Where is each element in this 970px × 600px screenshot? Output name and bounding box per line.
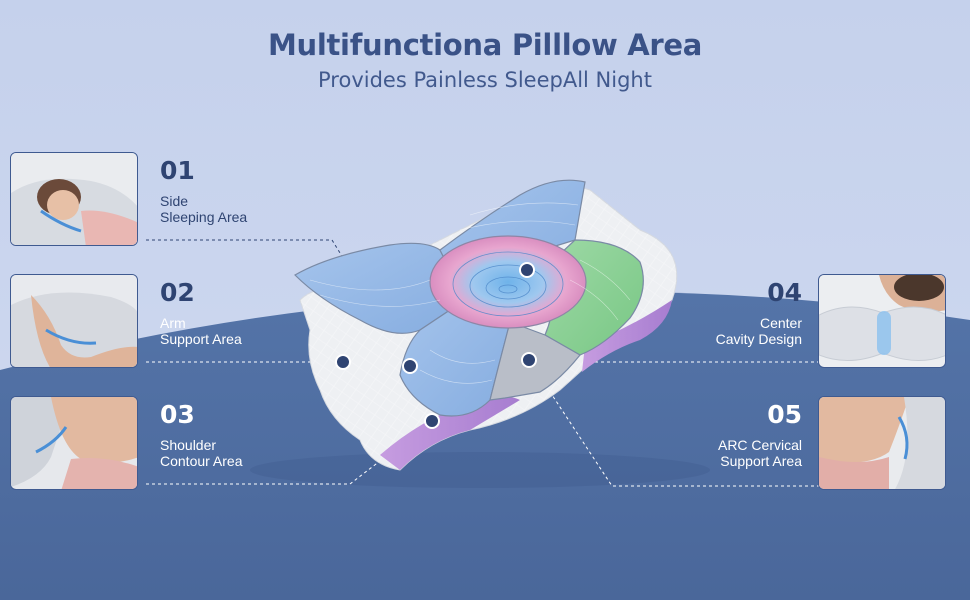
page-title: Multifunctiona Pilllow Area <box>267 28 703 62</box>
area-label-02-line2: Support Area <box>160 331 242 347</box>
card-shoulder-contour-photo <box>10 396 138 490</box>
purple-edge-left <box>380 396 520 470</box>
area-label-05-line2: Support Area <box>720 453 802 469</box>
area-label-04-line2: Cavity Design <box>715 331 802 347</box>
area-label-01-line2: Sleeping Area <box>160 209 248 225</box>
marker-03 <box>424 413 440 429</box>
purple-edge-right <box>582 300 672 372</box>
area-number-01: 01 <box>160 156 195 185</box>
marker-dots <box>335 262 537 429</box>
marker-02 <box>335 354 351 370</box>
area-label-02-line1: Arm <box>160 315 186 331</box>
area-number-03: 03 <box>160 400 195 429</box>
area-label-05: ARC Cervical Support Area <box>660 437 802 469</box>
area-label-03-line1: Shoulder <box>160 437 217 453</box>
card-side-sleeping-photo <box>10 152 138 246</box>
marker-04 <box>519 262 535 278</box>
pink-cavity <box>429 235 587 329</box>
card-arm-support-photo <box>10 274 138 368</box>
area-label-02: Arm Support Area <box>160 315 242 347</box>
area-label-01-line1: Side <box>160 193 189 209</box>
area-label-03: Shoulder Contour Area <box>160 437 243 469</box>
area-label-01: Side Sleeping Area <box>160 193 247 225</box>
area-number-05: 05 <box>767 400 802 429</box>
area-label-04: Center Cavity Design <box>680 315 802 347</box>
area-number-02: 02 <box>160 278 195 307</box>
area-number-04: 04 <box>767 278 802 307</box>
area-label-04-line1: Center <box>759 315 802 331</box>
card-center-cavity-photo <box>818 274 946 368</box>
page-subtitle: Provides Painless SleepAll Night <box>318 68 652 92</box>
marker-05 <box>521 352 537 368</box>
card-arc-cervical-photo <box>818 396 946 490</box>
marker-01 <box>402 358 418 374</box>
area-label-03-line2: Contour Area <box>160 453 243 469</box>
area-label-05-line1: ARC Cervical <box>717 437 802 453</box>
